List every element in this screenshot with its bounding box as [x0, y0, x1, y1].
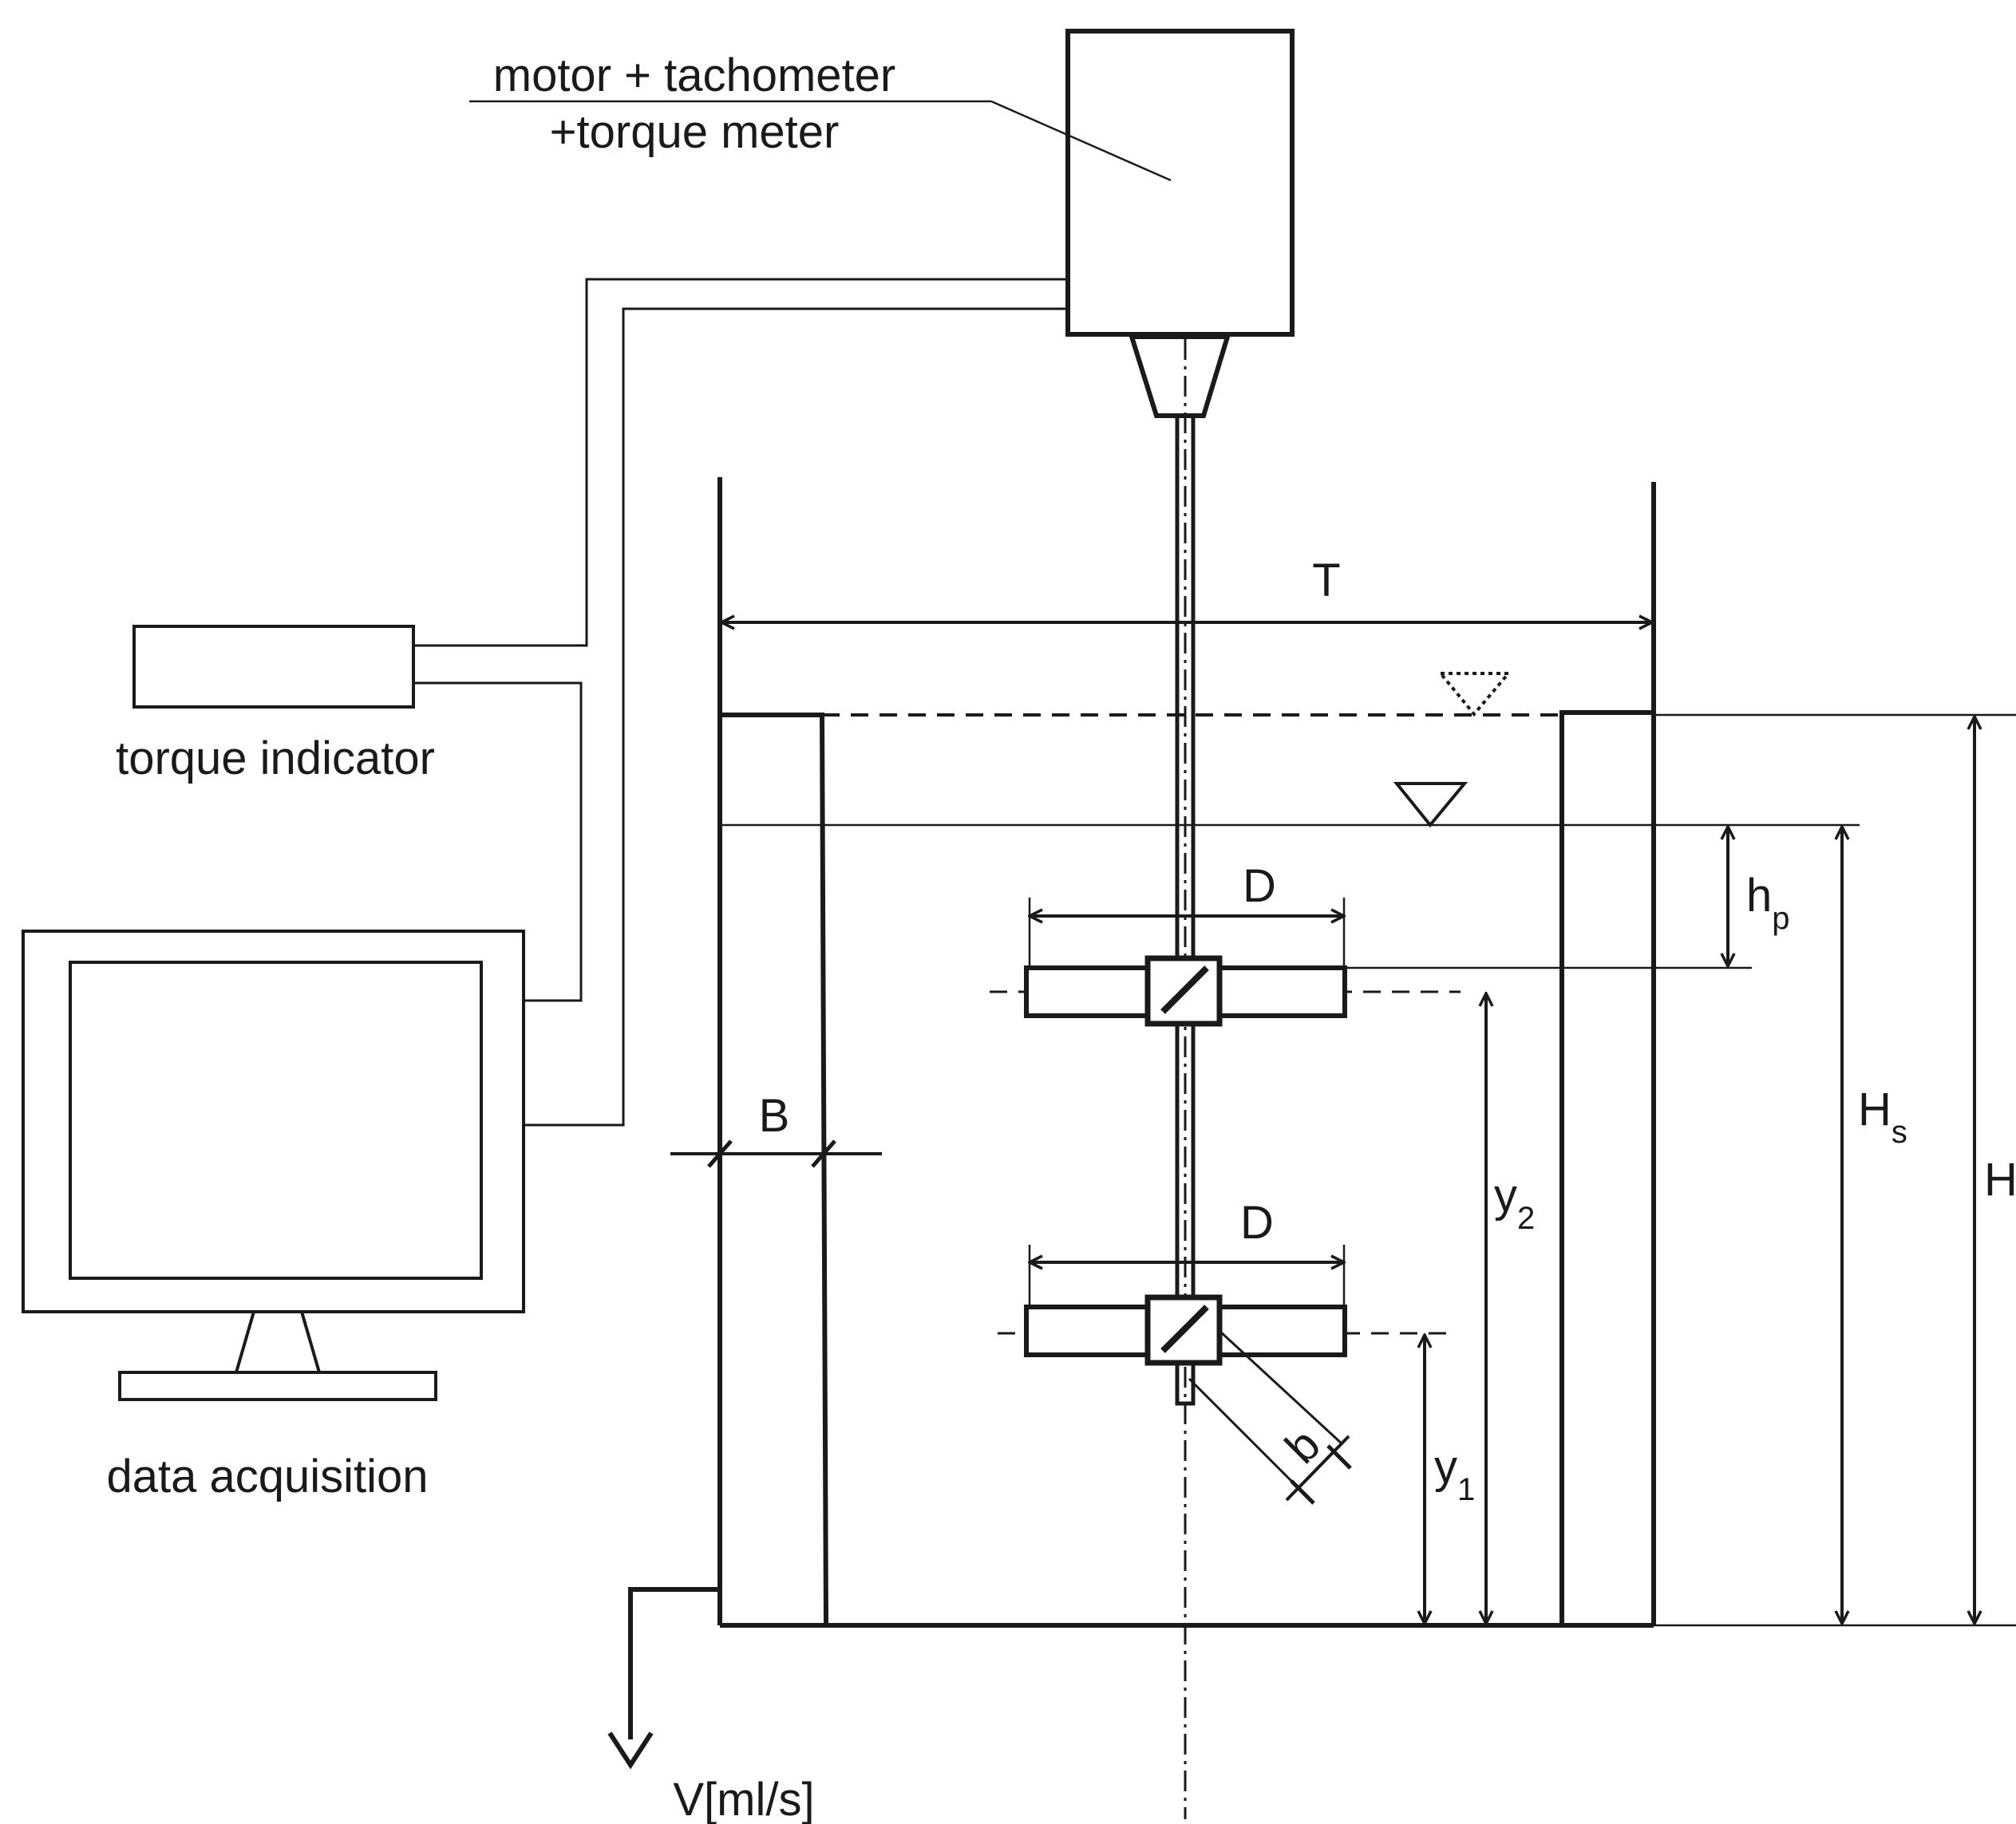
- label-y2: y2: [1494, 1170, 1535, 1236]
- label-y1: y1: [1434, 1441, 1475, 1507]
- dimension-B-tick-right: [811, 1139, 836, 1168]
- lower-impeller-blade-pitch: [1160, 1305, 1209, 1353]
- cable-torque-indicator-to-computer: [413, 681, 583, 1002]
- dimension-b-tick-upper: [1326, 1444, 1352, 1470]
- monitor-screen: [69, 961, 483, 1280]
- label-Hs: Hs: [1858, 1084, 1907, 1150]
- data-acquisition-label: data acquisition: [106, 1451, 428, 1502]
- current-level-marker: [1393, 782, 1469, 828]
- data-acquisition-computer: data acquisition: [22, 930, 525, 1502]
- motor-leader-line-diagonal: [990, 100, 1172, 182]
- cable-motor-to-torque-indicator: [413, 278, 1068, 647]
- initial-level-marker: [1437, 672, 1512, 717]
- impeller-shaft: [1175, 339, 1196, 1819]
- upper-impeller: [990, 955, 1752, 1027]
- cable-motor-to-computer: [524, 307, 1068, 1127]
- torque-indicator-label: torque indicator: [116, 732, 435, 784]
- upper-impeller-blade-right: [1217, 965, 1347, 1018]
- motor-coupling: [1128, 334, 1231, 418]
- monitor-frame: [22, 930, 525, 1313]
- baffle-left: [720, 713, 828, 1626]
- dimension-B-tick-left: [707, 1139, 733, 1168]
- label-hp-sub: p: [1772, 901, 1789, 936]
- label-y1-main: y: [1434, 1441, 1457, 1493]
- monitor-base: [118, 1371, 437, 1401]
- liquid-levels: [720, 672, 2016, 1627]
- monitor-stand-left: [235, 1311, 255, 1373]
- outlet-arrow-head: [607, 1731, 654, 1770]
- torque-indicator-box: [132, 625, 415, 709]
- lower-impeller: [998, 1294, 1449, 1366]
- outflow-label: V[ml/s]: [673, 1774, 814, 1824]
- motor-unit: motor + tachometer +torque meter: [469, 29, 1295, 418]
- lower-impeller-blade-left: [1024, 1305, 1150, 1357]
- outlet-pipe: [628, 1587, 720, 1739]
- dimension-labels: T D D B b hp y2 y1 Hs H: [759, 555, 2016, 1507]
- label-H: H: [1984, 1154, 2016, 1206]
- baffle-right: [1559, 710, 1654, 1625]
- motor-label-line1: motor + tachometer: [493, 49, 896, 101]
- dimensions: [670, 622, 1974, 1624]
- label-Hs-main: H: [1858, 1084, 1891, 1135]
- label-y1-sub: 1: [1457, 1472, 1475, 1507]
- label-hp: hp: [1746, 870, 1790, 936]
- dimension-b-ext-lower: [1188, 1377, 1304, 1494]
- label-y2-main: y: [1494, 1170, 1517, 1222]
- torque-indicator: torque indicator: [116, 625, 435, 784]
- dimension-b-tick-lower: [1290, 1479, 1315, 1505]
- label-D-upper: D: [1243, 860, 1276, 912]
- label-B: B: [759, 1090, 790, 1142]
- monitor-stand-right: [300, 1311, 321, 1373]
- label-D-lower: D: [1240, 1197, 1274, 1249]
- dimension-b-ext-upper: [1218, 1329, 1344, 1446]
- motor-box: [1065, 29, 1295, 337]
- dimension-b-line: [1285, 1435, 1350, 1502]
- upper-impeller-blade-left: [1024, 965, 1150, 1018]
- label-T: T: [1312, 555, 1340, 606]
- upper-impeller-blade-pitch: [1160, 965, 1209, 1014]
- label-Hs-sub: s: [1891, 1115, 1907, 1150]
- signal-cables: [413, 278, 1068, 1127]
- label-hp-main: h: [1746, 870, 1772, 922]
- label-y2-sub: 2: [1517, 1201, 1535, 1236]
- motor-label-line2: +torque meter: [550, 106, 840, 158]
